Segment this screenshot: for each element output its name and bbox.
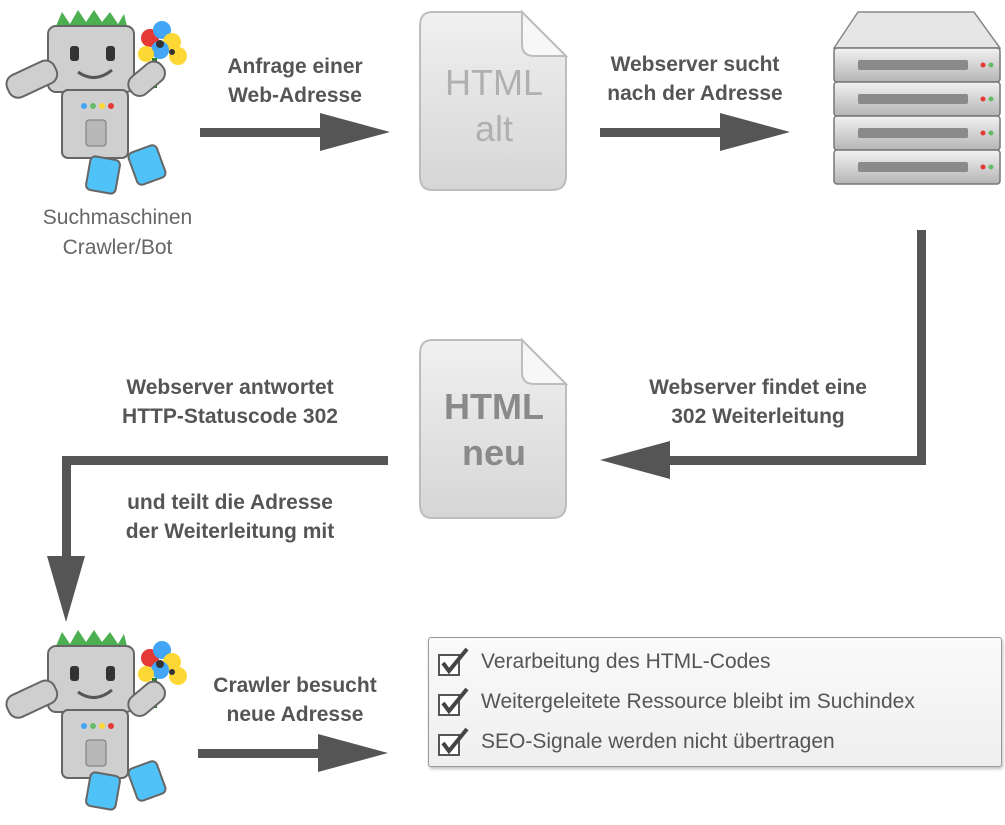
step-redirect-found-label: Webserver findet eine 302 Weiterleitung [608,373,908,431]
step-response-line2: HTTP-Statuscode 302 [122,405,338,428]
crawler-robot-icon [5,10,187,195]
results-panel: Verarbeitung des HTML-Codes Weitergeleit… [428,637,1002,767]
arrow-visit-shaft [198,749,328,758]
arrow-request-shaft [200,128,330,137]
crawler-robot-icon-bottom [5,630,187,811]
step-request-line2: Web-Adresse [228,84,362,107]
flower-icon [138,21,187,88]
document-old: HTML alt [418,10,570,194]
arrow-redirect-found-head [600,441,670,479]
step-visit-line1: Crawler besucht [213,674,377,697]
step-response-line1: Webserver antwortet [126,376,334,399]
doc-new-line2: neu [461,432,526,473]
result-item: Verarbeitung des HTML-Codes [437,642,770,682]
step-server-search-line1: Webserver sucht [610,53,780,76]
step-request-label: Anfrage einer Web-Adresse [190,52,400,110]
doc-old-line1: HTML [445,62,543,103]
document-icon [419,10,569,191]
webserver-icon [832,11,1002,185]
step-redirect-found-line1: Webserver findet eine [649,376,867,399]
checkbox-checked-icon [438,727,469,756]
step-visit-label: Crawler besucht neue Adresse [185,671,405,729]
document-icon [419,338,569,519]
checkbox-checked-icon [438,647,469,676]
result-text: Verarbeitung des HTML-Codes [481,650,771,673]
connector-response-down [62,456,71,566]
step-redirect-found-line2: 302 Weiterleitung [671,405,845,428]
arrow-server-search-head [720,113,790,151]
checkbox-checked-icon [438,687,469,716]
connector-server-left [660,456,926,465]
crawler-caption: Suchmaschinen Crawler/Bot [10,203,225,263]
connector-server-down [917,230,926,465]
crawler-caption-line2: Crawler/Bot [62,236,173,259]
step-share-address-line2: der Weiterleitung mit [125,520,335,543]
arrow-visit-head [318,734,388,772]
step-request-line1: Anfrage einer [227,55,363,78]
step-share-address-line1: und teilt die Adresse [127,491,333,514]
step-share-address-label: und teilt die Adresse der Weiterleitung … [85,488,375,546]
doc-new-line1: HTML [444,386,544,427]
arrow-request-head [320,113,390,151]
result-text: Weitergeleitete Ressource bleibt im Such… [481,690,915,713]
step-server-search-label: Webserver sucht nach der Adresse [580,50,810,108]
crawler-caption-line1: Suchmaschinen [42,206,193,229]
arrow-response-head [47,556,85,622]
step-visit-line2: neue Adresse [226,703,364,726]
result-text: SEO-Signale werden nicht übertragen [481,730,835,753]
doc-old-line2: alt [474,108,514,149]
document-new: HTML neu [418,338,570,522]
step-response-label: Webserver antwortet HTTP-Statuscode 302 [85,373,375,431]
result-item: Weitergeleitete Ressource bleibt im Such… [437,682,915,722]
connector-response-left [62,456,388,465]
step-server-search-line2: nach der Adresse [607,82,783,105]
result-item: SEO-Signale werden nicht übertragen [437,722,835,762]
arrow-server-search-shaft [600,128,730,137]
